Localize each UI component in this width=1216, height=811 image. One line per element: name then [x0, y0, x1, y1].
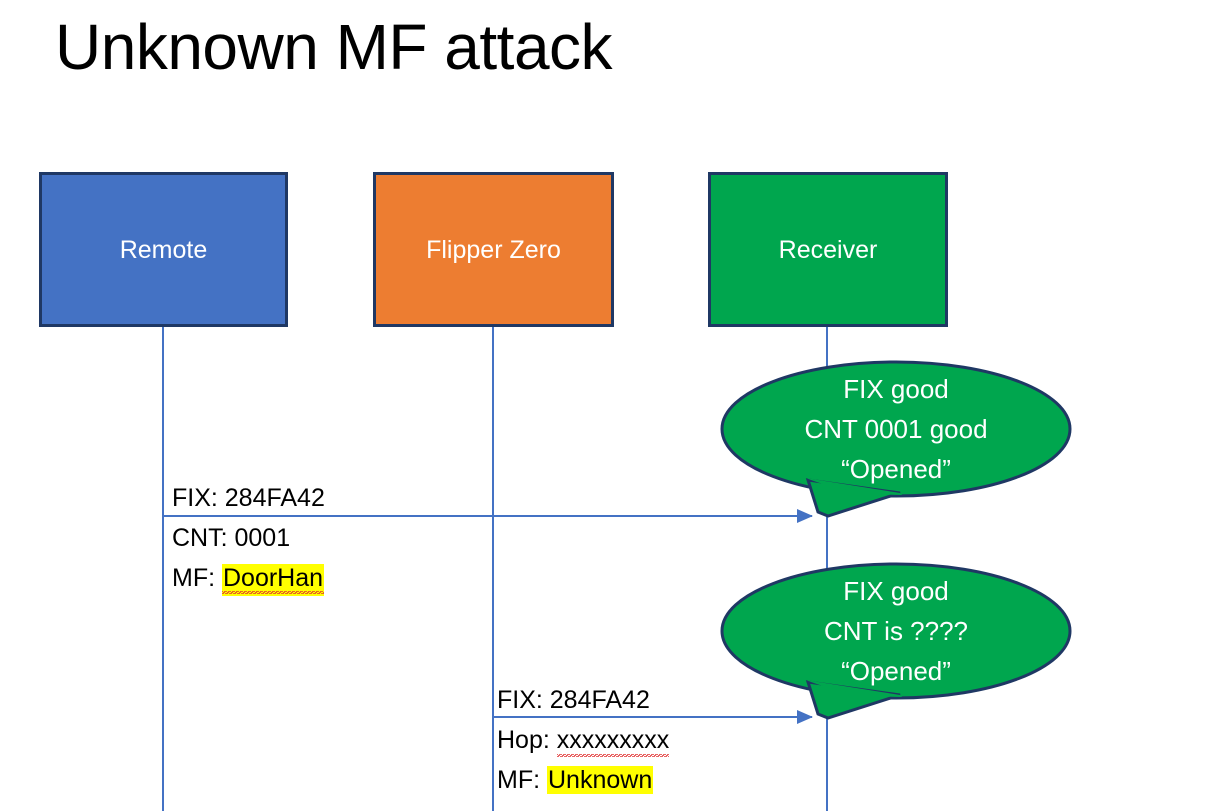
callout-bubble-receiver-second[interactable]: FIX good CNT is ???? “Opened”	[720, 562, 1072, 720]
message-1-mf-prefix: MF:	[172, 564, 222, 592]
callout-shape-icon	[720, 360, 1072, 518]
message-2-mf-line: MF: Unknown	[497, 760, 669, 800]
page-title: Unknown MF attack	[55, 11, 613, 83]
message-1-mf-value: DoorHan	[222, 564, 324, 596]
message-1-fix-line: FIX: 284FA42	[172, 484, 325, 512]
actor-label-flipper: Flipper Zero	[426, 235, 561, 264]
message-2-mf-prefix: MF:	[497, 766, 547, 794]
lifeline-flipper	[492, 327, 494, 811]
lifeline-remote	[162, 327, 164, 811]
message-2-hop-line: Hop: xxxxxxxxx	[497, 720, 670, 760]
actor-box-flipper[interactable]: Flipper Zero	[373, 172, 614, 327]
message-2-mf-value: Unknown	[547, 766, 654, 794]
message-2-detail-block: Hop: xxxxxxxxx MF: Unknown	[497, 720, 670, 800]
callout-bubble-receiver-first[interactable]: FIX good CNT 0001 good “Opened”	[720, 360, 1072, 518]
message-1-detail-block: CNT: 0001 MF: DoorHan	[172, 518, 324, 598]
message-1-cnt-line: CNT: 0001	[172, 524, 291, 552]
callout-shape-icon	[720, 562, 1072, 720]
message-2-fix-line: FIX: 284FA42	[497, 686, 650, 714]
message-1-mf-line: MF: DoorHan	[172, 558, 324, 598]
message-arrow-flipper-to-receiver	[493, 710, 813, 724]
message-2-hop-prefix: Hop:	[497, 726, 557, 754]
message-arrow-remote-to-receiver	[163, 509, 813, 523]
actor-box-remote[interactable]: Remote	[39, 172, 288, 327]
actor-label-receiver: Receiver	[778, 235, 878, 264]
message-2-hop-value: xxxxxxxxx	[556, 726, 670, 758]
actor-label-remote: Remote	[119, 235, 208, 264]
actor-box-receiver[interactable]: Receiver	[708, 172, 948, 327]
